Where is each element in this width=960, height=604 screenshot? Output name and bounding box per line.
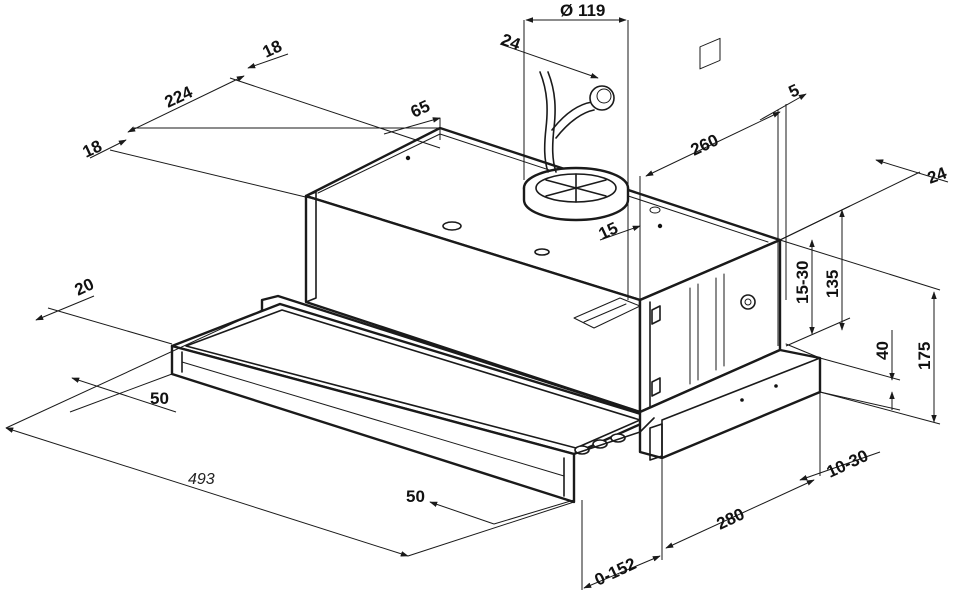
duct-collar (522, 166, 630, 222)
label-18-left: 18 (80, 136, 105, 161)
label-diameter-119: Ø 119 (560, 1, 605, 20)
label-5: 5 (786, 80, 803, 101)
label-24-right: 24 (925, 163, 950, 188)
label-0-152: 0-152 (592, 554, 639, 590)
label-10-30: 10-30 (824, 446, 871, 482)
label-135: 135 (823, 270, 842, 298)
label-224: 224 (162, 82, 196, 111)
telescopic-drawer (170, 294, 822, 504)
dimension-lines (5, 17, 949, 590)
label-493: 493 (188, 471, 215, 488)
label-175: 175 (915, 342, 934, 370)
power-cable (539, 71, 615, 173)
label-18-top: 18 (260, 36, 285, 61)
label-15-30: 15-30 (793, 261, 812, 304)
label-20: 20 (72, 274, 97, 299)
label-50-bottom: 50 (406, 487, 425, 506)
label-280: 280 (714, 504, 748, 533)
label-40: 40 (873, 341, 892, 360)
label-260: 260 (688, 130, 722, 159)
label-50-left: 50 (150, 389, 169, 408)
label-65: 65 (408, 96, 433, 121)
